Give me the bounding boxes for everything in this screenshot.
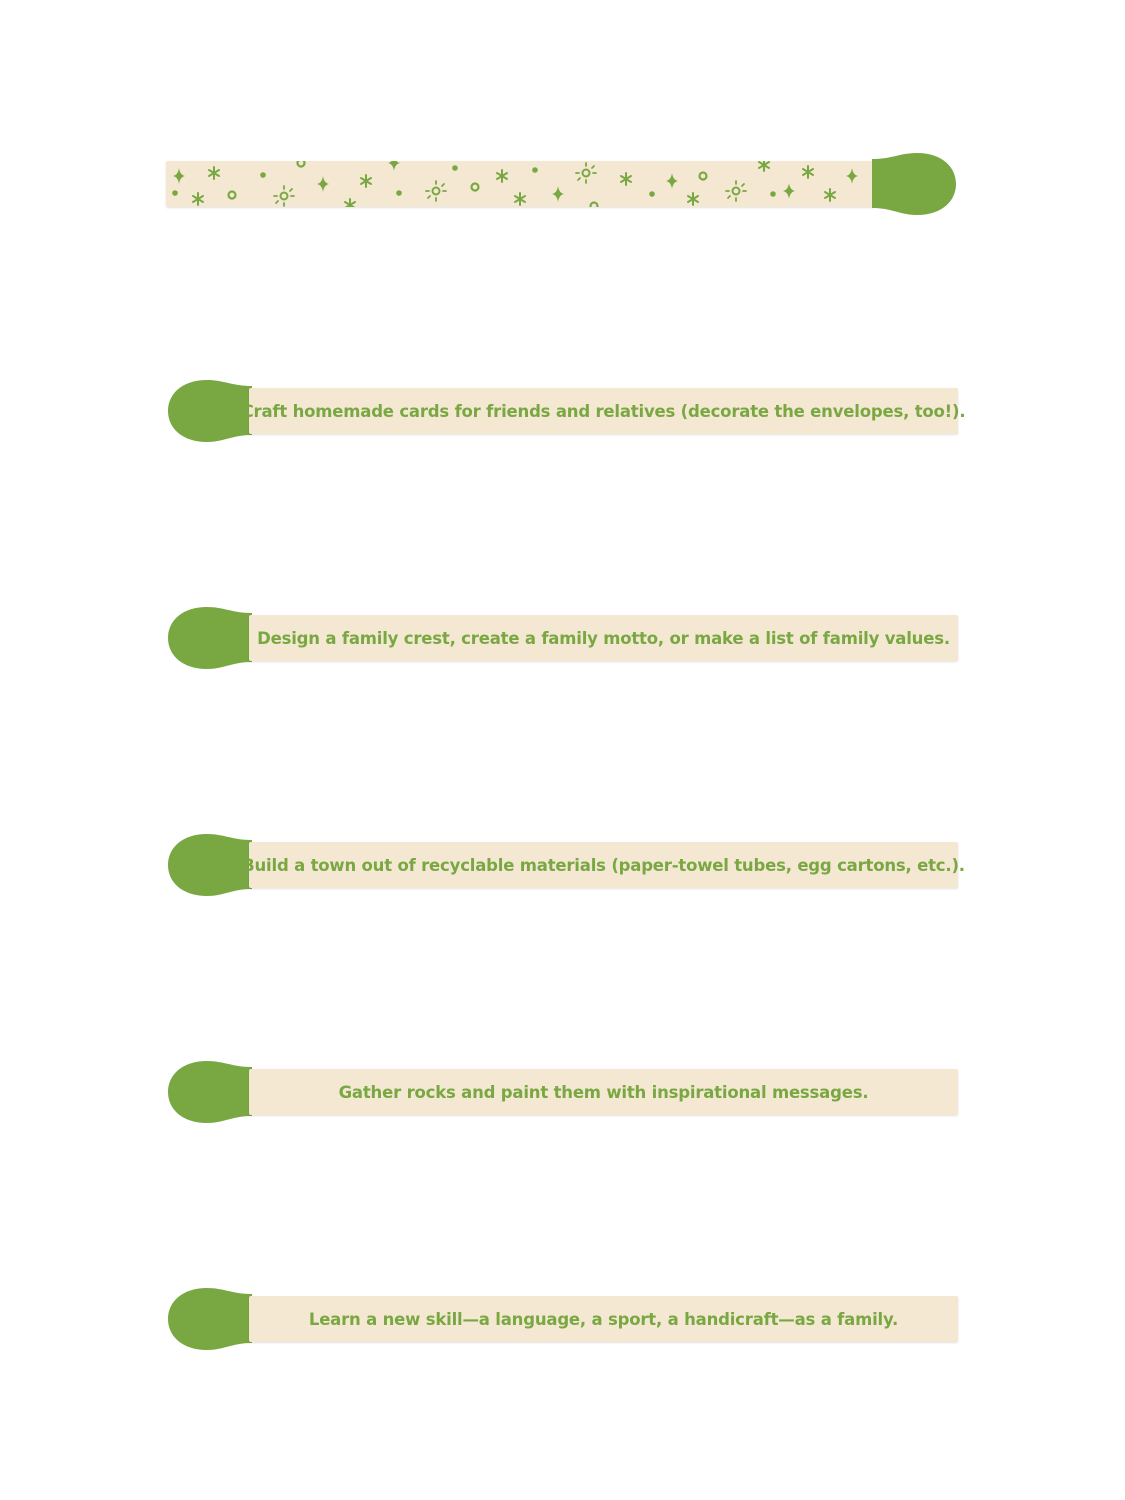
ring-icon [296, 161, 306, 168]
ast-icon [824, 188, 836, 202]
matchstick-card: Build a town out of recyclable materials… [166, 834, 965, 896]
matchstick-body: Design a family crest, create a family m… [249, 615, 958, 661]
matchstick-card: Learn a new skill—a language, a sport, a… [166, 1288, 958, 1350]
matchstick-card: Gather rocks and paint them with inspira… [166, 1061, 958, 1123]
match-head-icon [168, 1061, 252, 1123]
activity-label: Craft homemade cards for friends and rel… [241, 401, 966, 421]
match-head-icon [168, 1288, 252, 1350]
activity-label: Learn a new skill—a language, a sport, a… [308, 1309, 899, 1329]
sun-icon [575, 162, 597, 184]
star-icon [666, 173, 678, 189]
star-icon [388, 161, 400, 171]
match-head-icon [168, 380, 252, 442]
matchstick-body [166, 161, 875, 207]
matchstick-body: Craft homemade cards for friends and rel… [242, 388, 966, 434]
matchstick-body: Learn a new skill—a language, a sport, a… [249, 1296, 958, 1342]
ring-icon [698, 171, 708, 181]
ast-icon [360, 174, 372, 188]
matchstick-card: Craft homemade cards for friends and rel… [166, 380, 966, 442]
star-icon [846, 168, 858, 184]
ast-icon [496, 169, 508, 183]
ast-icon [620, 172, 632, 186]
ring-icon [470, 182, 480, 192]
activity-label: Build a town out of recyclable materials… [242, 855, 965, 875]
activity-label: Gather rocks and paint them with inspira… [338, 1082, 869, 1102]
star-icon [783, 183, 795, 199]
matchstick-body: Build a town out of recyclable materials… [242, 842, 965, 888]
ast-icon [192, 192, 204, 206]
match-head-icon [168, 834, 252, 896]
sun-icon [425, 180, 447, 202]
dot-icon [260, 172, 266, 178]
dot-icon [649, 191, 655, 197]
ast-icon [802, 165, 814, 179]
star-icon [317, 176, 329, 192]
ring-icon [589, 201, 599, 207]
sun-icon [273, 185, 295, 207]
ring-icon [227, 190, 237, 200]
activity-label: Design a family crest, create a family m… [257, 628, 950, 648]
dot-icon [770, 191, 776, 197]
dot-icon [532, 167, 538, 173]
matchstick-card: Design a family crest, create a family m… [166, 607, 958, 669]
matchstick-body: Gather rocks and paint them with inspira… [249, 1069, 958, 1115]
pattern-decoration [172, 161, 858, 207]
sun-icon [725, 180, 747, 202]
ast-icon [687, 192, 699, 206]
ast-icon [344, 198, 356, 207]
star-icon [552, 186, 564, 202]
dot-icon [172, 190, 178, 196]
match-head-icon [168, 607, 252, 669]
ast-icon [208, 166, 220, 180]
dot-icon [396, 190, 402, 196]
star-icon [173, 168, 185, 184]
dot-icon [452, 165, 458, 171]
match-head-icon [872, 153, 956, 215]
ast-icon [758, 161, 770, 172]
ast-icon [514, 192, 526, 206]
decorative-matchstick [166, 153, 958, 215]
